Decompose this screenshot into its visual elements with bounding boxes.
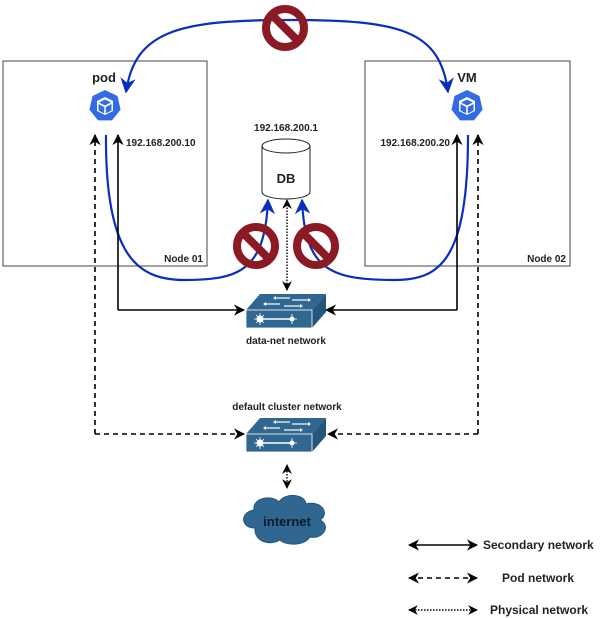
pod-workload[interactable]: pod 192.168.200.10 [89, 70, 196, 149]
node-02-label: Node 02 [527, 254, 566, 265]
default-cluster-label: default cluster network [232, 402, 342, 413]
data-net-label: data-net network [246, 336, 326, 347]
node-01-label: Node 01 [164, 254, 203, 265]
vm-workload[interactable]: VM 192.168.200.20 [380, 70, 483, 149]
internet-label: internet [263, 514, 311, 529]
node-02-box: Node 02 [364, 60, 571, 267]
pod-ip: 192.168.200.10 [126, 138, 196, 149]
legend-label: Secondary network [483, 538, 594, 552]
internet-cloud[interactable]: internet [243, 495, 326, 545]
network-switch-icon [245, 293, 327, 329]
legend-item-physical: Physical network [408, 603, 588, 617]
legend-label: Pod network [502, 571, 574, 585]
prohibited-icon [237, 227, 275, 265]
db-ip: 192.168.200.1 [254, 123, 318, 134]
kubernetes-vm-icon [451, 90, 483, 121]
prohibited-icon [266, 9, 304, 47]
db-node[interactable]: 192.168.200.1 DB [254, 123, 318, 200]
kubernetes-pod-icon [89, 90, 121, 121]
db-label: DB [277, 171, 296, 186]
data-net-switch[interactable]: data-net network [245, 293, 327, 347]
vm-label: VM [457, 70, 477, 85]
node-01-box: Node 01 [2, 60, 208, 267]
legend-item-secondary: Secondary network [407, 538, 594, 552]
network-switch-icon [245, 417, 327, 453]
cloud-icon [243, 495, 326, 545]
default-cluster-switch[interactable]: default cluster network [232, 402, 342, 453]
blocked-path-to-pod [120, 18, 291, 94]
blocked-path-to-vm [289, 18, 454, 94]
blocked-path-vm-to-db [294, 134, 470, 282]
prohibited-icon [297, 227, 335, 265]
legend-label: Physical network [490, 603, 588, 617]
vm-ip: 192.168.200.20 [380, 138, 450, 149]
pod-label: pod [92, 70, 116, 85]
legend: Secondary network Pod network Physical n… [407, 538, 594, 617]
database-cylinder-icon [261, 138, 311, 200]
legend-item-pod: Pod network [407, 571, 574, 585]
